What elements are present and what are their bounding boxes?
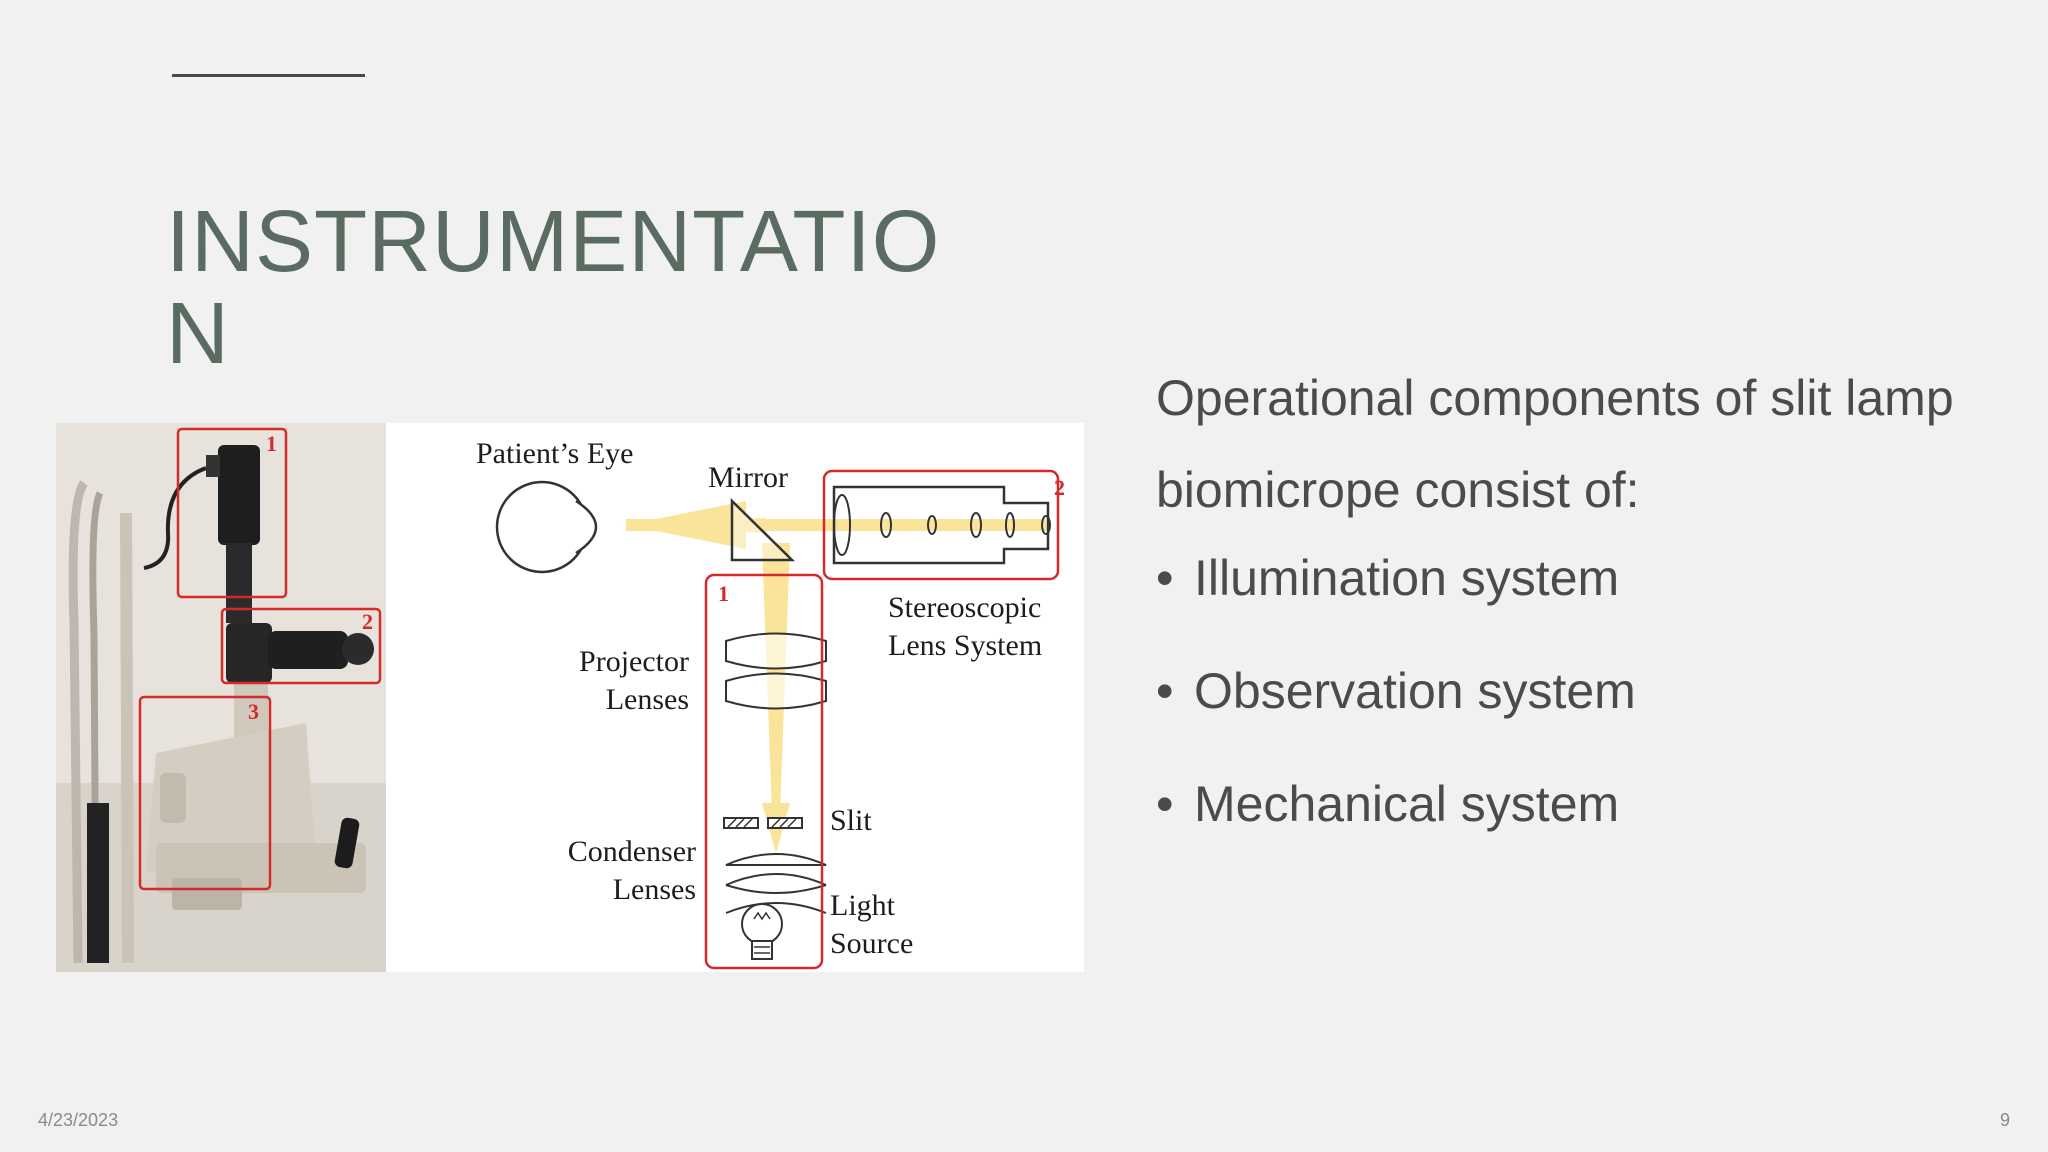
- label-light-line2: Source: [830, 927, 913, 960]
- photo-marker-1: 1: [266, 431, 277, 456]
- illumination-system-box: [704, 573, 824, 970]
- slide-title: INSTRUMENTATION: [166, 193, 941, 382]
- mirror-prism: [730, 498, 796, 562]
- intro-text: Operational components of slit lamp biom…: [1156, 370, 1954, 518]
- title-accent-rule: [172, 74, 365, 77]
- list-item-text: Mechanical system: [1194, 776, 1620, 832]
- label-slit: Slit: [830, 804, 872, 837]
- component-list: • Illumination system • Observation system…: [1156, 548, 2016, 834]
- label-stereoscopic-line2: Lens System: [888, 629, 1042, 662]
- slide-body: Operational components of slit lamp biom…: [1156, 352, 2016, 887]
- observation-system-box: [822, 469, 1060, 581]
- label-projector-line2: Lenses: [606, 683, 689, 716]
- label-stereoscopic-line1: Stereoscopic: [888, 591, 1041, 624]
- bullet-icon: •: [1156, 550, 1174, 606]
- label-condenser-line1: Condenser: [568, 835, 696, 868]
- list-item: • Mechanical system: [1156, 774, 2016, 834]
- diagram-marker-2: 2: [1054, 475, 1065, 500]
- photo-marker-3: 3: [248, 699, 259, 724]
- label-projector-line1: Projector: [579, 645, 689, 678]
- eye-shape: [495, 480, 589, 574]
- slit-lamp-diagram: 1 2 3: [56, 423, 1065, 972]
- optical-schematic: 1 2 Patient’s Eye Mirror Stereoscopic Le…: [476, 437, 1065, 970]
- diagram-marker-1: 1: [718, 581, 729, 606]
- list-item: • Illumination system: [1156, 548, 2016, 608]
- bullet-icon: •: [1156, 663, 1174, 719]
- slide-page-number: 9: [1999, 1110, 2010, 1130]
- label-patients-eye: Patient’s Eye: [476, 437, 633, 470]
- list-item-text: Illumination system: [1194, 550, 1620, 606]
- photo-marker-2: 2: [362, 609, 373, 634]
- light-bulb-icon: [741, 903, 783, 945]
- label-condenser-line2: Lenses: [613, 873, 696, 906]
- bullet-icon: •: [1156, 776, 1174, 832]
- slit-lamp-figure: 1 2 3: [56, 423, 1084, 972]
- label-light-line1: Light: [830, 889, 896, 922]
- list-item: • Observation system: [1156, 661, 2016, 721]
- slit-lamp-photo: 1 2 3: [56, 423, 386, 972]
- label-mirror: Mirror: [708, 461, 788, 494]
- slide-date: 4/23/2023: [38, 1110, 119, 1130]
- list-item-text: Observation system: [1194, 663, 1636, 719]
